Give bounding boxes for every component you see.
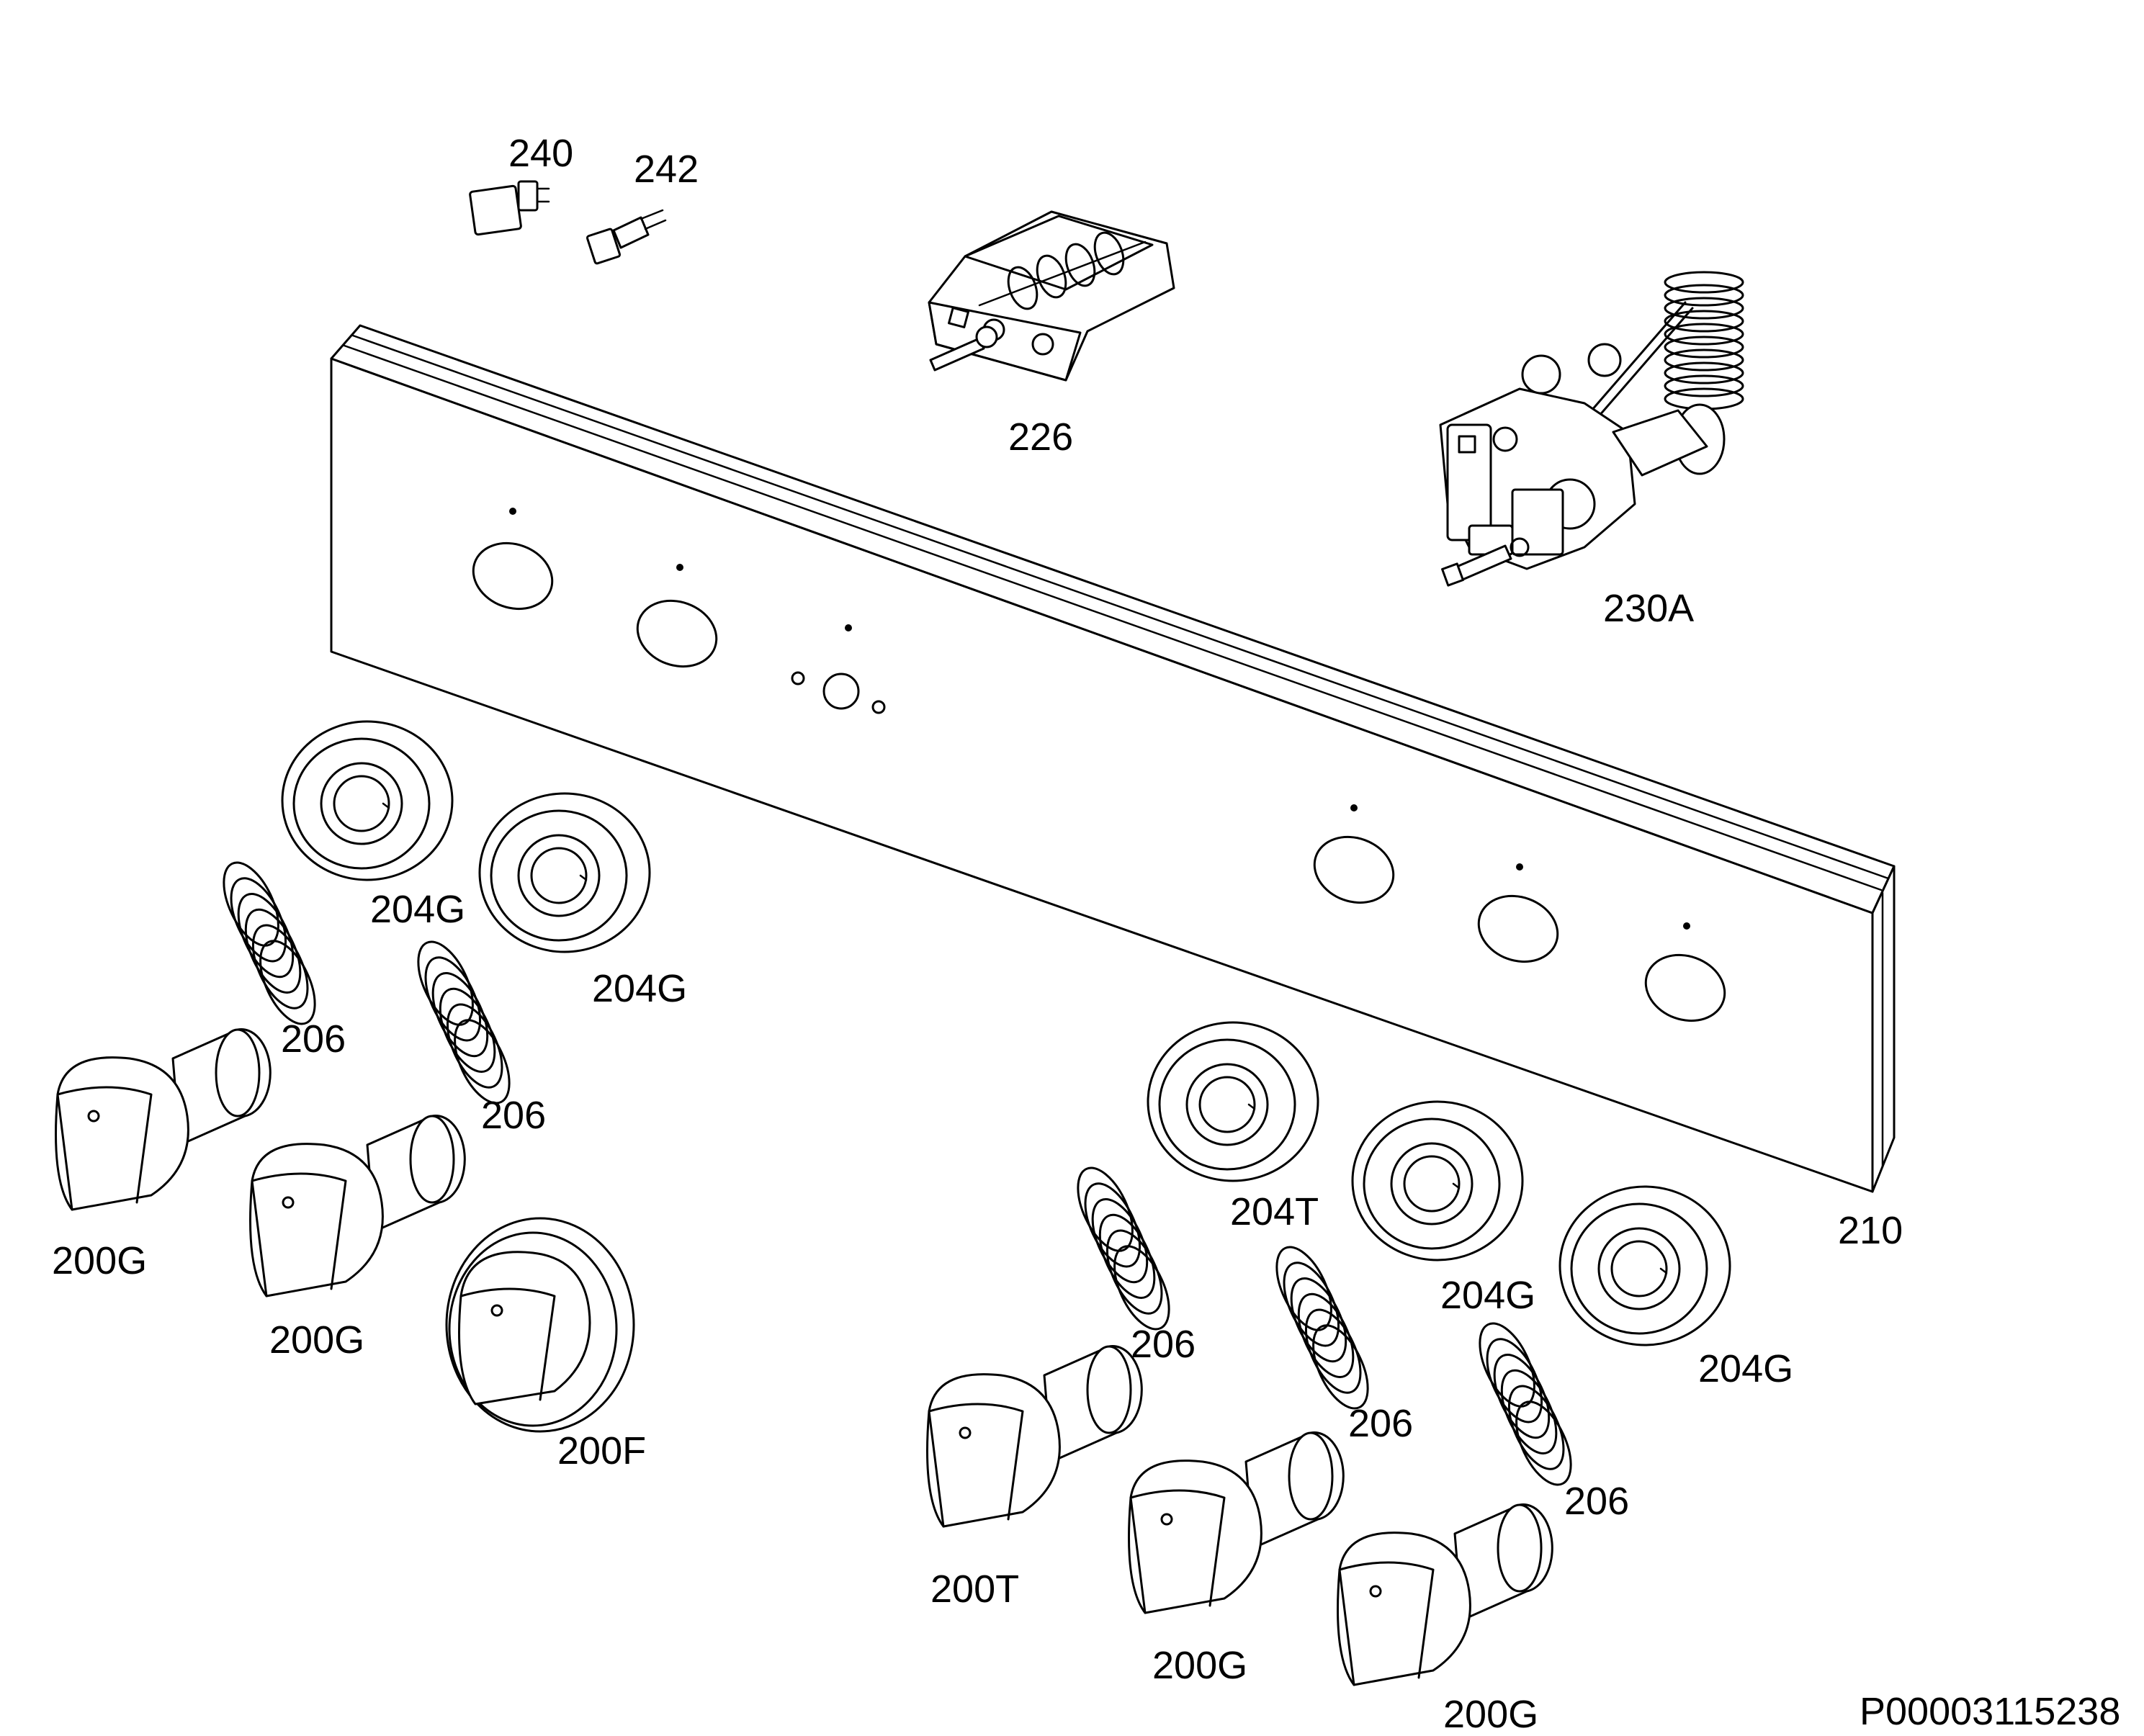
label-part-200g-left-top: 200G <box>52 1239 148 1282</box>
label-part-206-right-a: 206 <box>1131 1323 1196 1366</box>
label-part-200t: 200T <box>930 1568 1020 1611</box>
label-part-206-right-c: 206 <box>1564 1480 1630 1523</box>
part-242-connector <box>586 209 667 265</box>
label-part-200g-right-b: 200G <box>1443 1693 1539 1736</box>
label-part-204g-left-bottom: 204G <box>592 967 688 1010</box>
knob-200t <box>926 1345 1143 1528</box>
label-part-240: 240 <box>508 132 574 175</box>
knob-200g-left-top <box>55 1028 272 1211</box>
label-part-210: 210 <box>1838 1209 1903 1252</box>
spring-206-right-b <box>1275 1246 1369 1410</box>
part-240-switch-cap <box>469 180 550 236</box>
document-code: P00003115238 <box>1860 1690 2121 1733</box>
label-part-204t: 204T <box>1230 1190 1319 1233</box>
bezel-ring-204g-left-top <box>281 720 454 881</box>
label-part-242: 242 <box>634 148 699 191</box>
label-part-230a: 230A <box>1603 587 1695 630</box>
label-part-206-right-b: 206 <box>1348 1402 1414 1445</box>
knob-200g-right-b <box>1337 1503 1553 1686</box>
bezel-ring-204g-right-bottom <box>1558 1185 1731 1346</box>
knob-200g-left-bottom <box>249 1115 466 1297</box>
spring-206-left-top <box>223 861 316 1025</box>
part-226-selector-switch <box>928 210 1175 382</box>
label-part-204g-left-top: 204G <box>370 888 466 931</box>
spring-206-left-bottom <box>417 940 511 1105</box>
label-part-226: 226 <box>1008 415 1074 459</box>
label-part-200g-right-a: 200G <box>1152 1644 1248 1687</box>
label-part-206-left-bottom: 206 <box>481 1094 547 1137</box>
bezel-ring-204t <box>1147 1021 1319 1182</box>
bezel-ring-204g-right-top <box>1351 1100 1524 1261</box>
knob-200f <box>445 1217 635 1433</box>
label-part-206-left-top: 206 <box>281 1017 346 1061</box>
spring-206-right-a <box>1077 1166 1170 1331</box>
label-part-200g-left-bottom: 200G <box>269 1318 365 1362</box>
knob-200g-right-a <box>1128 1431 1345 1614</box>
spring-206-right-c <box>1479 1322 1572 1486</box>
control-panel-210 <box>330 324 1896 1193</box>
label-part-204g-right-top: 204G <box>1440 1274 1536 1317</box>
label-part-204g-right-bottom: 204G <box>1698 1347 1794 1390</box>
label-part-200f: 200F <box>557 1429 647 1472</box>
part-230a-thermostat <box>1439 271 1744 587</box>
bezel-ring-204g-left-bottom <box>478 792 651 953</box>
